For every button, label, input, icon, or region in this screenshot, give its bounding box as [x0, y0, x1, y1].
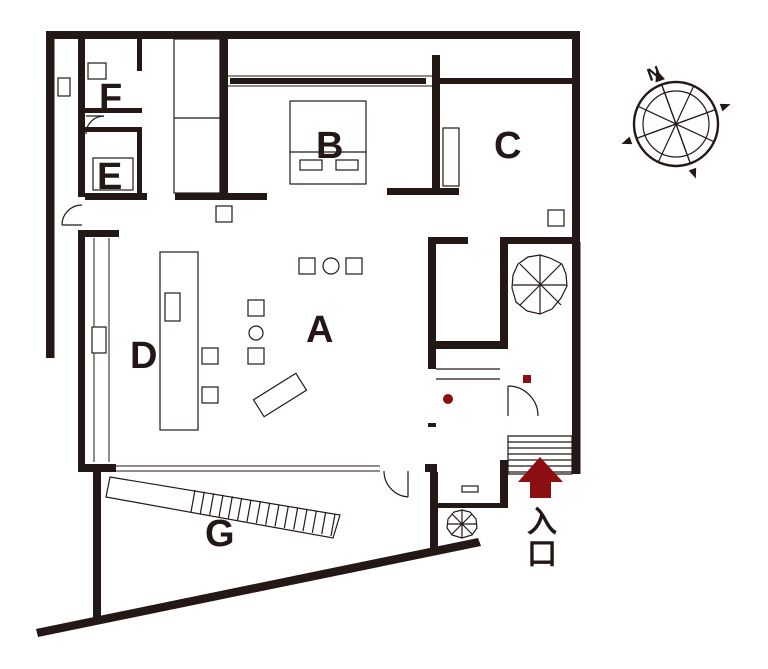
tree-large: [511, 254, 568, 315]
compass-rose-icon: [621, 69, 731, 179]
stair-tread: [209, 493, 215, 516]
stair-tread: [237, 497, 243, 521]
entrance-label-1: 入: [527, 505, 557, 540]
stair-tread: [218, 494, 224, 517]
stair-tread: [283, 505, 289, 529]
entrance-label-2: 口: [527, 537, 557, 572]
stairs-g: [105, 476, 341, 539]
toilet: [87, 62, 107, 80]
room-label-f: F: [99, 77, 122, 119]
entrance-arrow-icon: [518, 457, 563, 498]
stair-tread: [293, 507, 299, 530]
desk: [442, 127, 460, 187]
stair-tread: [255, 501, 261, 524]
stair-tread: [246, 499, 252, 522]
room-label-d: D: [130, 335, 157, 377]
stair-tread: [321, 512, 327, 535]
room-label-b: B: [316, 125, 343, 167]
room-label-e: E: [97, 156, 122, 198]
north-label: N: [644, 62, 663, 85]
furniture: [57, 62, 565, 493]
stair-tread: [190, 489, 196, 513]
tree-small: [446, 509, 478, 539]
room-label-a: A: [306, 309, 333, 351]
sofa: [252, 372, 308, 418]
bathtub: [92, 157, 134, 191]
kitchen-island: [159, 251, 199, 431]
room-label-g: G: [205, 513, 235, 555]
stair-tread: [274, 504, 280, 527]
walls: [36, 31, 580, 637]
stair-tread: [265, 502, 271, 525]
stair-tread: [227, 496, 233, 519]
room-label-c: C: [494, 125, 521, 167]
stairs-entry: [507, 435, 573, 475]
stair-tread: [330, 513, 336, 537]
stair-tread: [311, 510, 317, 533]
stair-tread: [199, 491, 205, 514]
stair-tread: [302, 509, 308, 532]
doors: [61, 115, 539, 498]
